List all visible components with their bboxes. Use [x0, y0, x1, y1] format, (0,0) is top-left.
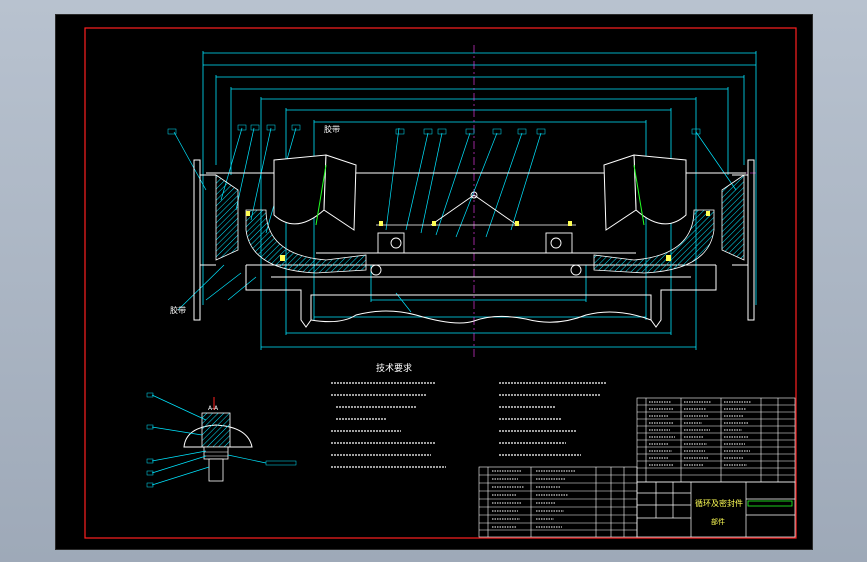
title-block [636, 481, 796, 538]
detail-view: A-A [183, 397, 253, 482]
parts-list-lower [478, 466, 638, 538]
drawing-frame [84, 27, 797, 539]
right-housing [593, 154, 745, 274]
technical-requirements-lines [331, 382, 606, 468]
assembly-drawing: 胶带 胶带 [84, 27, 797, 539]
callout-tags [167, 124, 701, 135]
base-frame [245, 264, 717, 328]
cad-viewport[interactable]: 胶带 胶带 [55, 14, 813, 550]
title-block-title: 循环及密封件 [695, 498, 743, 508]
tag-belt-left: 胶带 [324, 124, 340, 134]
technical-requirements-title: 技术要求 [376, 362, 412, 374]
title-block-subtitle: 部件 [711, 517, 725, 526]
side-plate-right [732, 159, 755, 321]
detail-leaders [151, 394, 267, 486]
parts-list-upper [636, 397, 796, 483]
bolts [246, 211, 710, 261]
center-truss [377, 191, 573, 254]
left-housing [215, 154, 367, 274]
parts-list-lower-text [492, 470, 576, 528]
side-plate-left [193, 159, 216, 321]
pivot-pins [370, 237, 582, 276]
parts-list-upper-text [649, 401, 751, 466]
tag-belt-bottom: 胶带 [170, 305, 186, 315]
leader-lines [173, 127, 737, 313]
title-block-green-bar [747, 500, 793, 507]
detail-tags [146, 392, 297, 488]
